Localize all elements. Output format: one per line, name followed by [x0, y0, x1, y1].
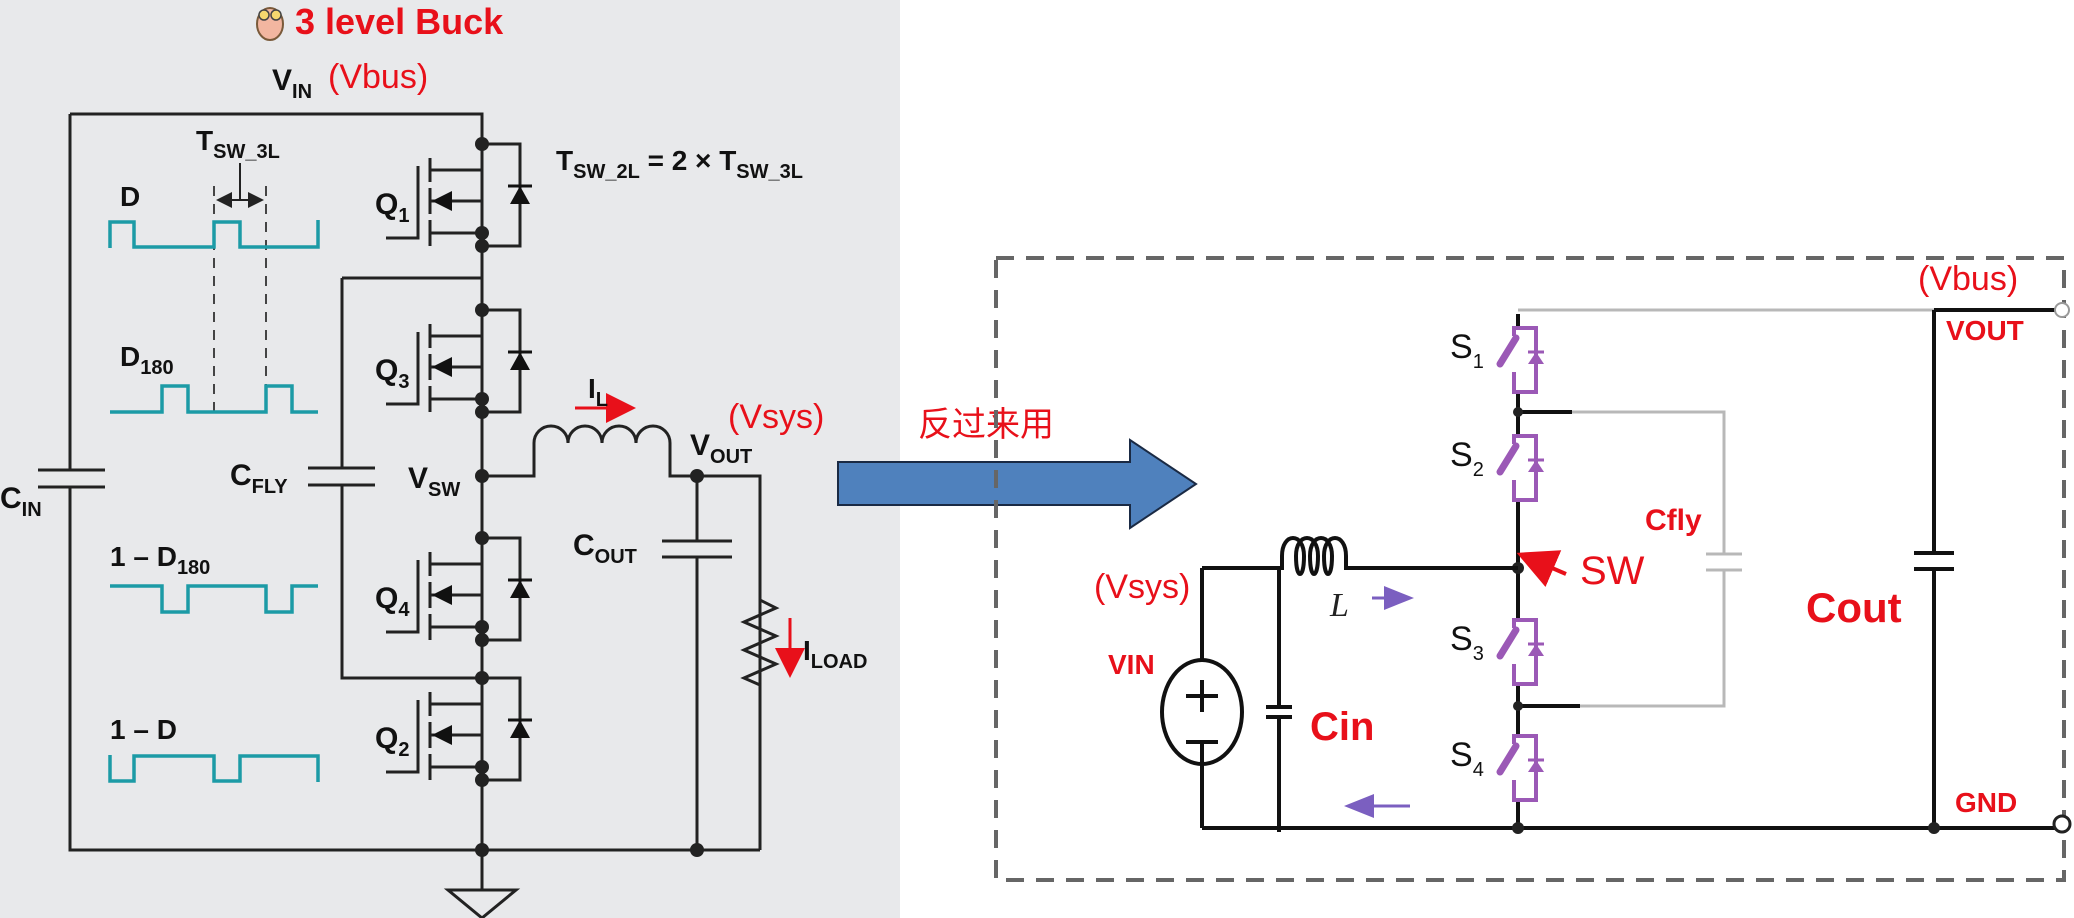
- module-boundary: [994, 256, 2066, 882]
- ground-node: [475, 843, 489, 857]
- cfly-label: CFLY: [230, 459, 288, 498]
- cfly-capacitor: [1706, 552, 1742, 572]
- waveform-d180-label: D180: [120, 341, 174, 379]
- timing-guides: [213, 186, 267, 412]
- gnd-terminal: [2052, 814, 2072, 834]
- waveform-1-d-trace: [108, 754, 320, 783]
- inductor-label: L: [1329, 587, 1349, 624]
- waveform-1-d180-trace: [110, 584, 318, 614]
- switch-ground-node: [1512, 822, 1524, 834]
- mosfet-label-q1: Q1: [375, 188, 409, 227]
- vin-label: VIN: [1108, 649, 1155, 680]
- switch-label-s3: S3: [1450, 620, 1484, 665]
- cin-capacitor: [1266, 705, 1292, 719]
- cin-wire: [68, 114, 760, 852]
- waveform-d180-trace: [110, 384, 318, 414]
- switch-s1: S1: [1450, 326, 1548, 394]
- tsw-equation: TSW_2L = 2 × TSW_3L: [556, 145, 803, 183]
- waveform-1-d180-label: 1 – D180: [110, 541, 210, 579]
- blue-arrow-icon: [837, 438, 1198, 530]
- gnd-label: GND: [1955, 787, 2017, 818]
- cin-label: Cin: [1310, 705, 1374, 749]
- switch-label-s1: S1: [1450, 328, 1484, 373]
- vout-terminal: [2054, 302, 2070, 318]
- switch-label-s4: S4: [1450, 736, 1484, 781]
- arrow-caption: 反过来用: [918, 406, 1054, 444]
- cout-ground-node: [1928, 822, 1940, 834]
- mosfet-label-q2: Q2: [375, 722, 409, 761]
- mosfet-q3: Q3: [375, 303, 532, 419]
- sw-label: SW: [1580, 549, 1645, 593]
- waveform-d180: D180: [110, 341, 318, 414]
- owl-icon: [256, 7, 284, 41]
- vout-label: VOUT: [1946, 315, 2024, 346]
- cout-capacitor: [1914, 551, 1954, 571]
- il-label: IL: [588, 373, 608, 411]
- voltage-source-icon: [1160, 658, 1244, 766]
- tsw3l-label: TSW_3L: [196, 125, 280, 163]
- switch-label-s2: S2: [1450, 436, 1484, 481]
- waveform-1-d: 1 – D: [108, 714, 320, 783]
- inductor: [1202, 536, 1518, 576]
- switch-s4: S4: [1450, 734, 1548, 802]
- iload-label: ILOAD: [803, 635, 867, 673]
- ground-icon: [443, 888, 521, 918]
- left-diagram: 3 level Buck VIN (Vbus) CIN CFLY Q1Q3Q4Q…: [0, 1, 867, 918]
- cfly-label: Cfly: [1645, 504, 1702, 537]
- switch-s2: S2: [1450, 434, 1548, 502]
- cout-label: COUT: [573, 529, 637, 568]
- vbus-note: (Vbus): [1918, 260, 2018, 298]
- inductor-left: [482, 424, 762, 850]
- cout-label: Cout: [1806, 584, 1902, 631]
- cfly-wire: [340, 276, 482, 680]
- waveform-d-trace: [108, 220, 320, 249]
- vout-vsys-note: (Vsys): [728, 398, 824, 436]
- mosfet-q2: Q2: [375, 671, 532, 787]
- vsys-note: (Vsys): [1094, 568, 1190, 606]
- mosfet-label-q4: Q4: [375, 582, 410, 621]
- cin-capacitor: [38, 468, 105, 489]
- mosfet-q4: Q4: [375, 531, 532, 647]
- diagram-title: 3 level Buck: [295, 1, 504, 42]
- cout-ground-node: [690, 843, 704, 857]
- vsw-label: VSW: [408, 462, 460, 501]
- waveform-d-label: D: [120, 181, 140, 212]
- sw-pointer-arrow-icon: [1516, 550, 1567, 587]
- mosfet-label-q3: Q3: [375, 354, 409, 393]
- waveform-1-d180: 1 – D180: [110, 541, 318, 614]
- vin-rail: [70, 112, 484, 144]
- title-block: 3 level Buck: [256, 1, 504, 42]
- cout-capacitor: [662, 539, 732, 559]
- mosfet-q1: Q1: [375, 137, 532, 253]
- reverse-use-arrow: 反过来用: [837, 406, 1198, 530]
- switch-s3: S3: [1450, 618, 1548, 686]
- waveform-d: D: [108, 181, 320, 249]
- s3-s4-node: [1513, 701, 1523, 711]
- vin-vbus-note: (Vbus): [328, 58, 428, 96]
- s1-s2-node: [1513, 407, 1523, 417]
- cfly-wire: [1572, 410, 1726, 708]
- cin-label: CIN: [0, 482, 42, 521]
- cfly-capacitor: [308, 466, 375, 487]
- vin-label: VIN: [272, 64, 312, 103]
- load-resistor: [740, 476, 780, 850]
- waveform-1-d-label: 1 – D: [110, 714, 177, 745]
- left-panel-background: [0, 0, 900, 918]
- vout-label: VOUT: [690, 429, 752, 468]
